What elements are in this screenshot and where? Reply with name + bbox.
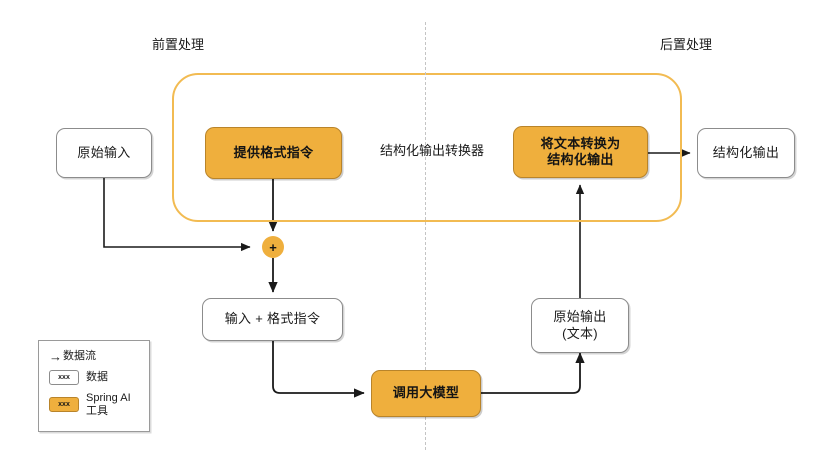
legend-label-data-flow: 数据流 [63, 350, 96, 363]
node-merge-plus-label: + [269, 239, 277, 255]
convert-label-line-1: 将文本转换为 [540, 135, 621, 151]
legend-label-data: 数据 [86, 371, 108, 384]
node-convert-text-to-structured[interactable]: 将文本转换为 结构化输出 [513, 126, 648, 178]
legend-label-tool: Spring AI 工具 [86, 392, 131, 417]
arrow-right-icon: → [49, 349, 62, 364]
node-call-large-model[interactable]: 调用大模型 [371, 370, 481, 417]
node-provide-format-instruction[interactable]: 提供格式指令 [205, 127, 342, 179]
phase-label-preprocess: 前置处理 [151, 37, 204, 52]
legend-swatch-tool: xxx [49, 397, 79, 413]
node-input-plus-format-label: 输入 + 格式指令 [224, 311, 321, 327]
node-raw-output-text[interactable]: 原始输出 (文本) [531, 298, 629, 353]
legend-row-data-flow: → 数据流 [49, 350, 149, 363]
legend-row-data: xxx 数据 [49, 370, 149, 385]
legend-label-tool-line-1: Spring AI [86, 392, 131, 404]
node-call-large-model-label: 调用大模型 [392, 385, 460, 401]
node-raw-input-label: 原始输入 [77, 144, 131, 160]
wire-model-to-raw-output [481, 352, 585, 394]
convert-label-line-2: 结构化输出 [547, 152, 614, 167]
phase-divider [425, 22, 426, 450]
wire-combined-to-model [272, 341, 365, 398]
node-convert-text-to-structured-label: 将文本转换为 结构化输出 [541, 136, 621, 169]
node-input-plus-format[interactable]: 输入 + 格式指令 [202, 298, 343, 341]
converter-title: 结构化输出转换器 [379, 143, 484, 158]
raw-output-label-line-1: 原始输出 [553, 309, 607, 325]
legend-swatch-data: xxx [49, 370, 79, 385]
node-provide-format-instruction-label: 提供格式指令 [233, 144, 314, 160]
structured-output-converter-container [172, 73, 682, 222]
legend-row-tool: xxx Spring AI 工具 [49, 392, 149, 417]
node-structured-output-label: 结构化输出 [712, 144, 780, 160]
legend-label-tool-line-2: 工具 [86, 404, 108, 417]
node-structured-output[interactable]: 结构化输出 [697, 128, 795, 178]
node-raw-output-text-label: 原始输出 (文本) [553, 309, 606, 342]
node-merge-plus[interactable]: + [262, 236, 284, 258]
legend: → 数据流 xxx 数据 xxx Spring AI 工具 [38, 340, 150, 432]
phase-label-postprocess: 后置处理 [659, 37, 712, 52]
node-raw-input[interactable]: 原始输入 [56, 128, 152, 178]
raw-output-label-line-2: (文本) [562, 325, 598, 341]
